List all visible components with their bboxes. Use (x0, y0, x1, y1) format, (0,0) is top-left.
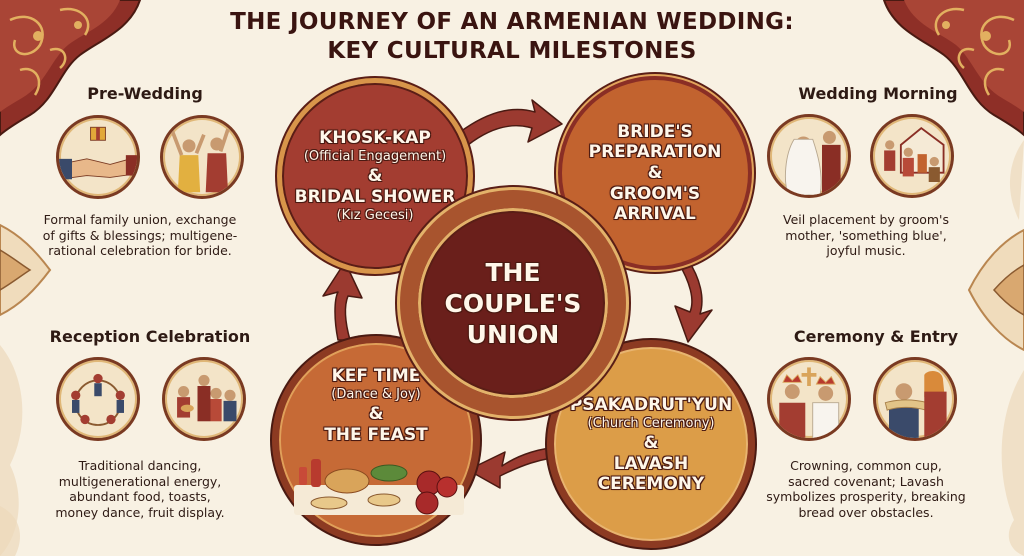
center-title: UNION (466, 319, 560, 349)
corner-ornament-top-right-icon (882, 0, 1024, 137)
section-heading-wedding-morning: Wedding Morning (798, 84, 958, 103)
stage-title: KHOSK-KAP (319, 128, 431, 148)
women-celebrating-icon (160, 115, 244, 199)
lavash-shoulders-icon (873, 357, 957, 441)
stage-subtitle: (Dance & Joy) (331, 386, 421, 402)
arrow-down-icon (674, 259, 713, 343)
stage-title: PSAKADRUT'YUN (569, 394, 733, 415)
page-title: THE JOURNEY OF AN ARMENIAN WEDDING: KEY … (0, 8, 1024, 66)
title-line-2: KEY CULTURAL MILESTONES (327, 38, 697, 64)
musicians-house-icon (870, 114, 954, 198)
center-title: COUPLE'S (444, 288, 582, 318)
section-desc-ceremony: Crowning, common cup, sacred covenant; L… (766, 458, 966, 520)
stage-title: KEF TIME (331, 365, 421, 386)
stage-subtitle: (Official Engagement) (303, 149, 447, 164)
section-desc-pre-wedding: Formal family union, exchange of gifts &… (42, 212, 238, 258)
corner-ornament-top-left-icon (0, 0, 142, 137)
center-title: THE (485, 257, 541, 287)
stage-title: CEREMONY (597, 473, 705, 494)
stage-subtitle: (Church Ceremony) (587, 415, 715, 431)
title-line-1: THE JOURNEY OF AN ARMENIAN WEDDING: (230, 9, 794, 35)
stage-subtitle: (Kız Gecesi) (336, 208, 414, 223)
stage-ampersand: & (368, 403, 384, 424)
stage-title: ARRIVAL (614, 204, 696, 224)
handshake-gift-icon (56, 115, 140, 199)
circle-dance-icon (56, 357, 140, 441)
folk-musicians-icon (162, 357, 246, 441)
side-ornament-right-icon (967, 140, 1024, 556)
stage-ampersand: & (367, 166, 383, 186)
stage-title: THE FEAST (324, 424, 428, 445)
stage-title: LAVASH (613, 453, 689, 474)
stage-title: PREPARATION (588, 142, 722, 162)
stage-ampersand: & (647, 163, 663, 183)
stage-title: BRIDE'S (617, 122, 693, 142)
stage-title: GROOM'S (609, 184, 701, 204)
corner-ornament-bottom-left-icon (0, 506, 20, 556)
veil-placement-icon (767, 114, 851, 198)
section-heading-reception: Reception Celebration (49, 327, 251, 346)
arrow-left-icon (467, 445, 569, 489)
section-heading-ceremony: Ceremony & Entry (793, 327, 959, 346)
feast-table-icon (294, 459, 464, 515)
arrow-right-icon (459, 99, 563, 146)
stage-kef-time: KEF TIME (Dance & Joy) & THE FEAST (272, 336, 480, 544)
arrow-up-icon (322, 261, 363, 341)
section-desc-wedding-morning: Veil placement by groom's mother, 'somet… (782, 212, 949, 258)
stage-ampersand: & (643, 432, 659, 453)
stage-title: BRIDAL SHOWER (294, 187, 456, 207)
center-couples-union: THE COUPLE'S UNION (400, 190, 626, 416)
section-desc-reception: Traditional dancing, multigenerational e… (55, 458, 225, 520)
section-heading-pre-wedding: Pre-Wedding (87, 84, 203, 103)
side-ornament-left-icon (0, 223, 52, 556)
crowned-couple-icon (767, 357, 851, 441)
